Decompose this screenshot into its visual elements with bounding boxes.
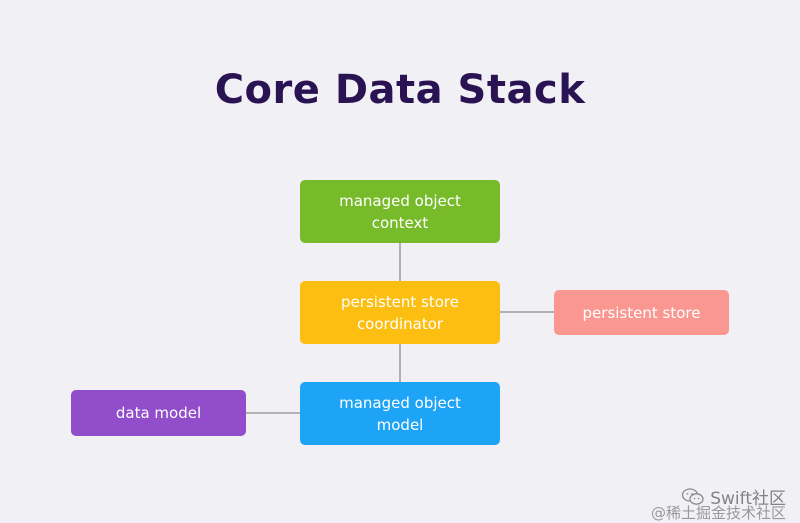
data-model-node: data model [71, 390, 246, 436]
persistent-store-label: persistent store [582, 303, 701, 322]
watermark-brand: Swift社区 [710, 489, 786, 509]
data-model-label: data model [115, 404, 202, 422]
persistent-store-coordinator-node: persistent store coordinator [300, 281, 500, 344]
managed-object-model-label: managed object model [339, 393, 461, 434]
managed-object-context-label: managed object context [339, 191, 461, 232]
persistent-store-coordinator-label: persistent store coordinator [341, 292, 459, 333]
watermark-sub: @稀土掘金技术社区 [650, 504, 786, 522]
managed-object-context-node: managed object context [300, 180, 500, 243]
watermark: Swift社区 @稀土掘金技术社区 [651, 484, 786, 522]
diagram-title: Core Data Stack [214, 67, 586, 113]
persistent-store-node: persistent store [554, 290, 729, 335]
managed-object-model-node: managed object model [300, 382, 500, 445]
wechat-icon [682, 487, 704, 505]
